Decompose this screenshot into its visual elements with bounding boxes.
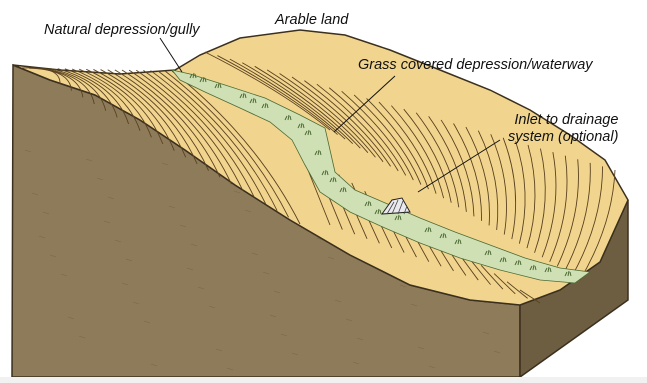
label-natural-depression: Natural depression/gully <box>44 22 200 39</box>
bottom-strip <box>0 377 647 383</box>
label-inlet-line2: system (optional) <box>508 129 618 146</box>
label-grass-waterway: Grass covered depression/waterway <box>358 57 593 74</box>
pointer-gully <box>160 38 182 72</box>
label-inlet-line1: Inlet to drainage <box>508 112 618 129</box>
label-arable-land: Arable land <box>275 12 348 29</box>
label-inlet: Inlet to drainage system (optional) <box>508 112 618 146</box>
